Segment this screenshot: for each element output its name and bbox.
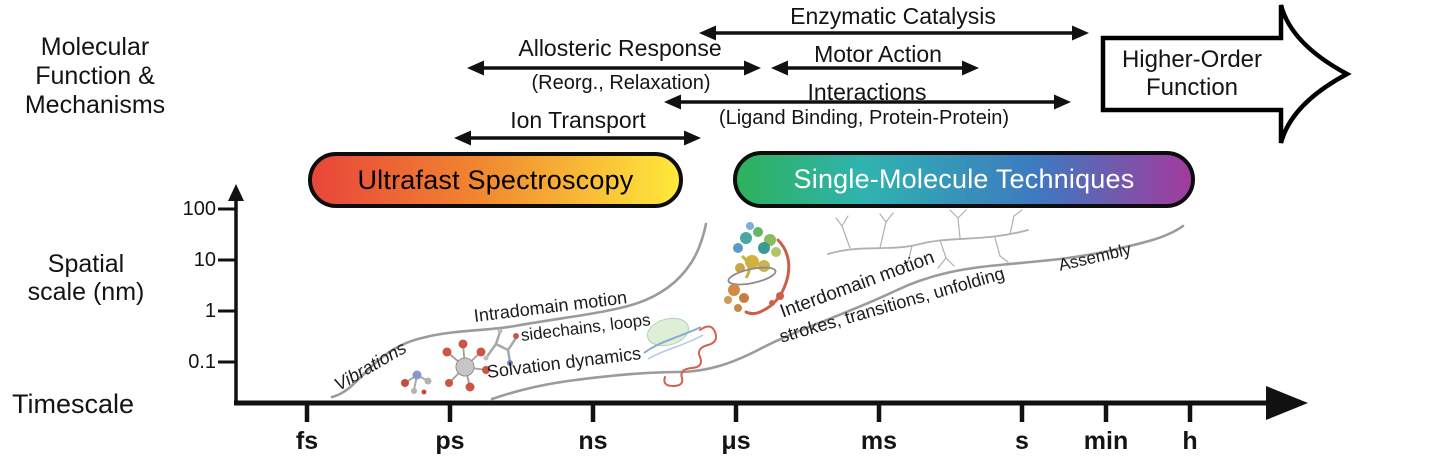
higher-order-label-line1: Higher-Order: [1121, 46, 1263, 73]
x-tick-ns: ns: [578, 427, 608, 455]
timescale-axis-label: Timescale: [12, 389, 135, 419]
x-tick-s: s: [1015, 427, 1029, 455]
spatial-scale-label-line: Spatial: [47, 250, 125, 278]
spatial-axis: [218, 184, 244, 403]
solvation-shell-illustration: [442, 339, 490, 392]
x-tick-min: min: [1083, 427, 1129, 455]
y-tick-10: 10: [193, 249, 216, 271]
x-tick-ms: ms: [860, 427, 898, 455]
y-tick-01: 0.1: [188, 351, 216, 373]
spatial-axis-arrowhead-icon: [228, 184, 244, 201]
x-tick-h: h: [1182, 427, 1198, 455]
ion-transport-arrow: [454, 130, 701, 146]
small-molecule-illustration: [401, 370, 432, 395]
higher-order-label-line2: Function: [1145, 74, 1239, 101]
interactions-sublabel: (Ligand Binding, Protein-Protein): [718, 107, 1010, 129]
spatial-scale-label-line: scale (nm): [27, 278, 145, 306]
single-molecule-techniques-label: Single-Molecule Techniques: [793, 164, 1135, 194]
ultrafast-spectroscopy-bar: Ultrafast Spectroscopy: [308, 152, 683, 208]
scale-curves: [330, 222, 1185, 401]
higher-order-arrow-shape: [1100, 4, 1352, 144]
process-arrows: [454, 25, 1089, 146]
allosteric-response-arrow: [467, 60, 761, 76]
enzymatic-catalysis-arrow: [699, 25, 1089, 41]
ion-transport-label: Ion Transport: [510, 107, 646, 133]
fibril-illustration: [827, 209, 1029, 271]
y-tick-1: 1: [204, 300, 216, 322]
enzymatic-catalysis-label: Enzymatic Catalysis: [790, 3, 996, 29]
left-heading-line: Mechanisms: [24, 91, 166, 119]
ultrafast-spectroscopy-label: Ultrafast Spectroscopy: [357, 164, 634, 195]
figure-left-heading: Molecular Function & Mechanisms: [25, 33, 165, 120]
motor-action-arrow: [771, 60, 979, 76]
protein-complex-illustration: [724, 222, 791, 316]
time-axis: [234, 386, 1308, 422]
interactions-arrow: [664, 94, 1071, 110]
unfolded-protein-illustration: [643, 317, 718, 388]
time-axis-arrowhead-icon: [1266, 386, 1308, 420]
x-tick-ps: ps: [435, 427, 465, 455]
slow-motions-curve: [490, 224, 1185, 401]
single-molecule-techniques-bar: Single-Molecule Techniques: [733, 151, 1195, 208]
spatial-scale-axis-label: Spatial scale (nm): [28, 250, 145, 306]
y-tick-100: 100: [182, 198, 216, 220]
allosteric-response-sublabel: (Reorg., Relaxation): [531, 72, 711, 94]
interactions-label: Interactions: [807, 79, 927, 105]
motor-action-label: Motor Action: [814, 41, 942, 67]
x-tick-us: μs: [721, 427, 751, 455]
left-heading-line: Function &: [35, 62, 155, 90]
left-heading-line: Molecular: [40, 33, 150, 61]
fast-motions-curve: [330, 222, 708, 399]
allosteric-response-label: Allosteric Response: [518, 35, 722, 61]
x-tick-fs: fs: [295, 427, 319, 455]
sidechain-illustration: [483, 328, 519, 366]
